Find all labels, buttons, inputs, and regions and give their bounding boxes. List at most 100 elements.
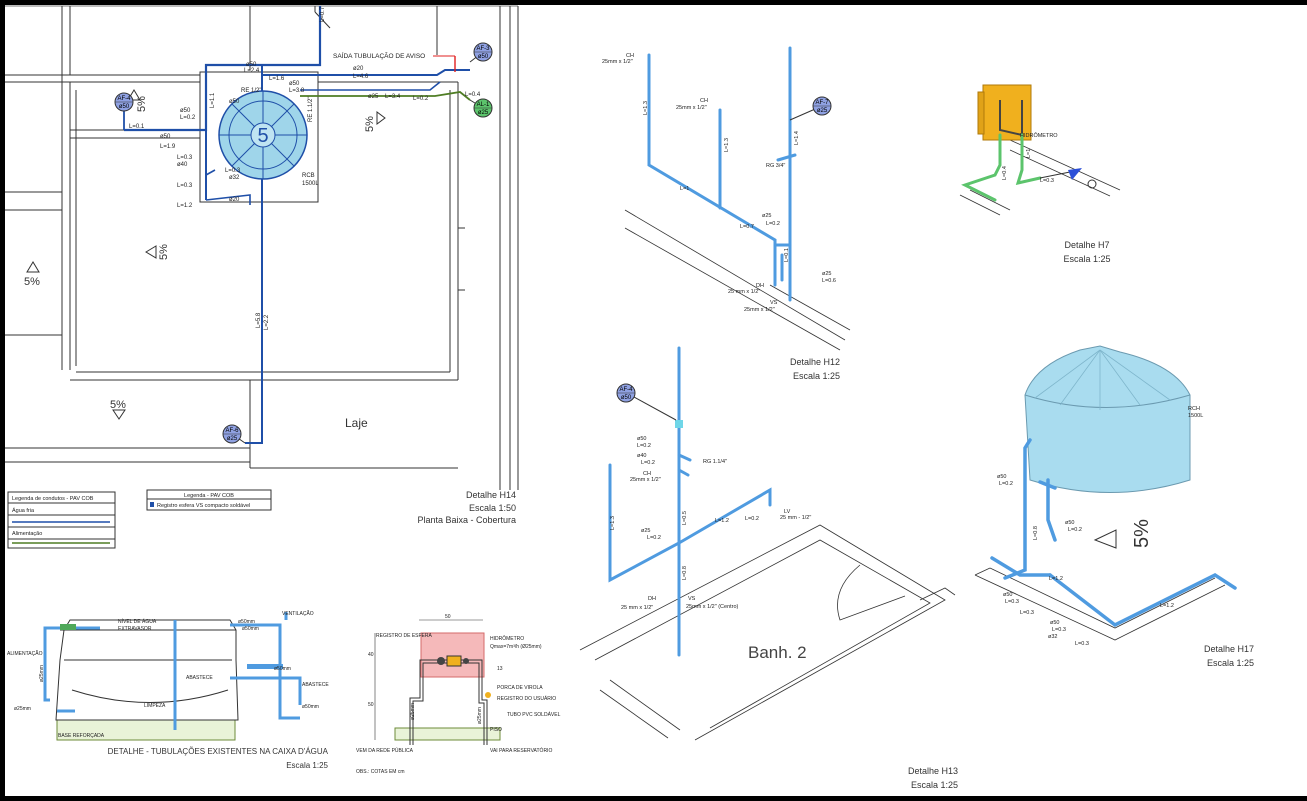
- h12-label: RG 3/4": [766, 163, 785, 169]
- legend-title: Legenda de condutos - PAV COB: [12, 496, 94, 502]
- pipe-label: L=0.1: [129, 124, 145, 130]
- h17-label: ø32: [1048, 634, 1057, 640]
- tank-label: BASE REFORÇADA: [58, 733, 105, 739]
- h17-label: 1500L: [1188, 413, 1203, 419]
- svg-text:AF-7: AF-7: [815, 100, 829, 106]
- meter-label: REGISTRO DO USUÁRIO: [497, 695, 556, 702]
- plan-tags: AF-3 ø50 AL-1 ø25 AF-4 ø50 AF-6 ø25: [114, 42, 493, 444]
- pipe-label: L=1.2: [177, 203, 193, 209]
- slab-label: Laje: [345, 416, 368, 430]
- pipe-label: ø50: [229, 99, 240, 105]
- h17-label: RCH: [1188, 406, 1200, 412]
- pipe-label: L=0.2: [180, 115, 196, 121]
- svg-text:ø25: ø25: [227, 436, 238, 442]
- detail-h7: HIDRÔMETRO L=0.3 L=0.4 L=1 Detalhe H7 Es…: [959, 84, 1121, 264]
- plan-pipes: [123, 6, 471, 444]
- slope-label: 5%: [24, 276, 40, 288]
- svg-text:ø50: ø50: [621, 395, 632, 401]
- slope-label: 5%: [110, 399, 126, 411]
- pipe-label: L=1.9: [160, 144, 176, 150]
- meter-label: ø25mm: [410, 703, 416, 720]
- meter-label: PORCA DE VIROLA: [497, 685, 543, 691]
- h13-label: L=0.2: [647, 535, 661, 541]
- tag-af6: AF-6 ø25: [222, 424, 246, 444]
- detail-h13: ø50 L=0.2 ø40 L=0.2 RG 1.1/4" CH 25mm x …: [579, 346, 958, 790]
- tank-label: ø25mm: [14, 706, 31, 712]
- h12-label: L=1: [680, 186, 689, 192]
- plan-tank-name: RCB: [302, 173, 315, 179]
- detail-scale: Escala 1:25: [286, 761, 328, 770]
- h12-label: VS: [770, 300, 778, 306]
- tag-af4-h13: AF-4 ø50: [616, 383, 677, 421]
- slope-label: 5%: [158, 244, 170, 260]
- h7-label: L=0.3: [1040, 178, 1054, 184]
- detail-scale: Escala 1:25: [1063, 254, 1110, 264]
- h13-label: L=0.2: [637, 443, 651, 449]
- h12-label: DH: [756, 283, 764, 289]
- detail-h17: RCH 1500L ø50 L=0.2 ø50 L=0.2 ø50 L=0.3 …: [974, 345, 1254, 668]
- pipe-label: ø50: [160, 134, 171, 140]
- h7-label: L=0.4: [1002, 166, 1008, 180]
- pipe-label: RE 1.1/2": [308, 97, 314, 122]
- svg-text:ø50: ø50: [119, 104, 130, 110]
- legend-pav-cob: Legenda - PAV COB Registro esfera VS com…: [146, 489, 272, 511]
- tag-af4: AF-4 ø50: [114, 92, 134, 112]
- legend-conduits: Legenda de condutos - PAV COB Água fria …: [7, 491, 116, 549]
- h12-label: CH: [700, 98, 708, 104]
- meter-detail: 50 40 50 13 REGISTRO DE ESFERA HIDRÔMETR…: [356, 614, 561, 775]
- meter-label: VAI PARA RESERVATÓRIO: [490, 747, 552, 754]
- h12-label: L=1.3: [643, 101, 649, 115]
- h13-label: L=0.5: [682, 511, 688, 525]
- h12-label: L=0.1: [784, 248, 790, 262]
- svg-text:ø25: ø25: [478, 110, 489, 116]
- pipe-label: L=2.4: [244, 68, 260, 74]
- h17-label: L=0.3: [1005, 599, 1019, 605]
- dimension-label: 50: [445, 614, 451, 620]
- detail-title: Detalhe H17: [1204, 644, 1254, 654]
- h17-label: ø50: [1003, 592, 1012, 598]
- legend-row: Água fria: [12, 507, 35, 514]
- pipe-label: L=4.6: [353, 74, 369, 80]
- h13-label: L=1.2: [715, 518, 729, 524]
- h17-label: ø50: [997, 474, 1006, 480]
- h17-label: L=0.8: [1033, 526, 1039, 540]
- meter-label: Qmax=7m³/h (Ø25mm): [490, 644, 542, 650]
- h7-label: L=1: [1026, 149, 1032, 158]
- pipe-label: ø40: [177, 162, 188, 168]
- h12-label: 25mm x 1/2": [602, 59, 633, 65]
- svg-text:ø25: ø25: [817, 108, 828, 114]
- h13-label: LV: [784, 509, 791, 515]
- tank-detail: NÍVEL DE ÁGUA EXTRAVASOR ø50mm VENTILAÇÃ…: [7, 610, 329, 770]
- h17-label: L=1.2: [1160, 603, 1174, 609]
- h12-label: ø25: [822, 271, 831, 277]
- pipe-label: L=0.4: [465, 92, 481, 98]
- pipe-label: L=3.8: [289, 88, 305, 94]
- tank-label: VENTILAÇÃO: [282, 610, 314, 617]
- pipe-label: ø50: [180, 108, 191, 114]
- meter-label: TUBO PVC SOLDÁVEL: [507, 711, 561, 718]
- h17-label: L=1.2: [1049, 576, 1063, 582]
- detail-title: Detalhe H14: [466, 490, 516, 500]
- tank-label: ø50mm: [274, 666, 291, 672]
- tank-label: ø50mm: [238, 619, 255, 625]
- h17-label: L=0.3: [1075, 641, 1089, 647]
- h13-label: L=0.2: [641, 460, 655, 466]
- detail-scale: Escala 1:25: [793, 371, 840, 381]
- h13-label: L=1.3: [610, 516, 616, 530]
- detail-subtitle: Planta Baixa - Cobertura: [417, 515, 516, 525]
- room-label: Banh. 2: [748, 643, 807, 662]
- h17-label: L=0.3: [1020, 610, 1034, 616]
- h12-label: L=0.6: [822, 278, 836, 284]
- pipe-label: L=5.8: [256, 312, 262, 328]
- slope-label: 5%: [364, 116, 376, 132]
- tank-label: ø50mm: [242, 626, 259, 632]
- tank-label: ABASTECE: [302, 682, 329, 688]
- h17-label: L=0.2: [999, 481, 1013, 487]
- pipe-label: L=1.1: [210, 92, 216, 108]
- svg-text:AF-3: AF-3: [476, 46, 490, 52]
- svg-text:ø50: ø50: [478, 54, 489, 60]
- h13-label: 25mm x 1/2" (Centro): [686, 604, 739, 610]
- pipe-label: RE 1/2": [241, 88, 261, 94]
- h7-label: HIDRÔMETRO: [1020, 132, 1058, 139]
- meter-label: ø25mm: [477, 707, 483, 724]
